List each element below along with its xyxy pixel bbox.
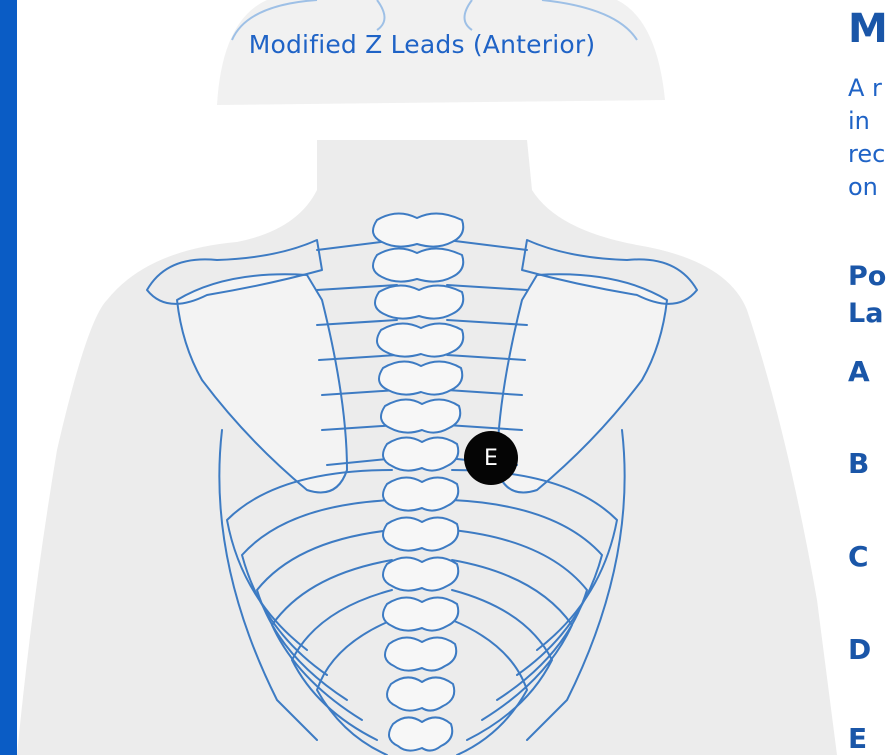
left-accent-bar [0, 0, 17, 755]
position-letter-a: A [848, 355, 870, 388]
figure-title: Modified Z Leads (Anterior) [227, 30, 617, 59]
description-panel: M A r in rec on Po La A B C D E [848, 0, 887, 755]
panel-heading: M [848, 6, 887, 52]
position-letter-e: E [848, 722, 867, 755]
body-line: on [848, 171, 885, 204]
electrode-marker-e[interactable]: E [464, 431, 518, 485]
position-letter-c: C [848, 540, 869, 573]
subheading-line: Po [848, 258, 886, 295]
body-line: in [848, 105, 885, 138]
panel-subheading: Po La [848, 258, 886, 332]
panel-body-text: A r in rec on [848, 72, 885, 204]
body-line: A r [848, 72, 885, 105]
position-letter-b: B [848, 447, 869, 480]
torso-illustration [17, 0, 837, 755]
subheading-line: La [848, 295, 886, 332]
anatomy-figure: Modified Z Leads (Anterior) E [17, 0, 837, 755]
body-line: rec [848, 138, 885, 171]
position-letter-d: D [848, 633, 871, 666]
